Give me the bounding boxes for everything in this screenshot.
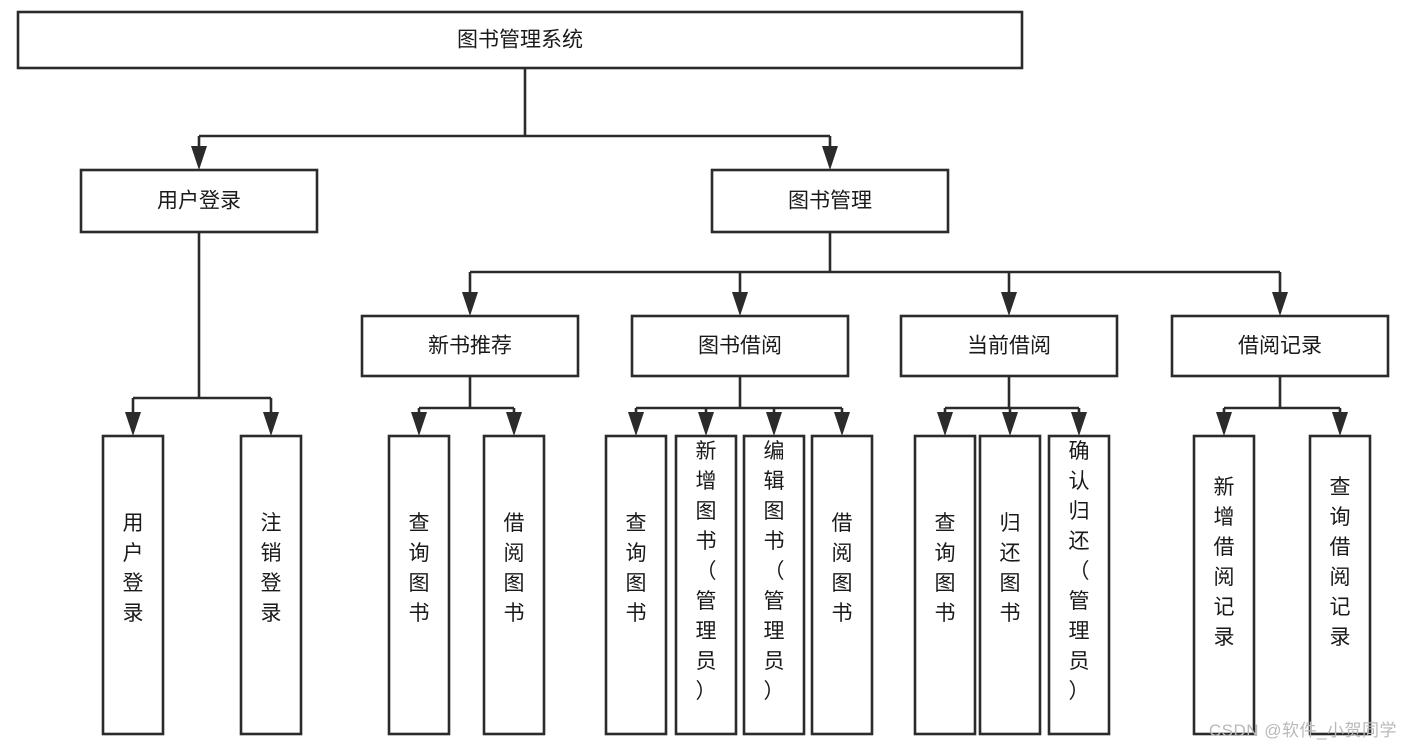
leaf-book-borrow-4[interactable]: 借阅图书: [810, 434, 874, 736]
node-borrow-records-box[interactable]: [1170, 314, 1390, 378]
leaf-current-borrow-2-label: 归还图书: [1000, 512, 1021, 625]
node-book-borrow[interactable]: 图书借阅: [630, 314, 850, 378]
arrow-newbooks-leaf-2: [506, 412, 522, 436]
arrow-to-book-manage: [822, 146, 838, 170]
arrow-newbooks-leaf-1: [411, 412, 427, 436]
node-user-login[interactable]: 用户登录: [79, 168, 319, 234]
leaf-current-borrow-2-box[interactable]: [978, 434, 1042, 736]
connector-group-new-books: [411, 376, 522, 436]
leaf-borrow-records-2-label: 查询借阅记录: [1330, 476, 1351, 649]
arrow-current-leaf-1: [937, 412, 953, 436]
node-root[interactable]: 图书管理系统: [16, 10, 1024, 70]
leaf-book-borrow-1-label: 查询图书: [626, 512, 647, 625]
node-new-books-box[interactable]: [360, 314, 580, 378]
node-book-manage-label: 图书管理: [788, 190, 872, 213]
leaf-new-books-2-label: 借阅图书: [504, 512, 525, 625]
node-book-borrow-box[interactable]: [630, 314, 850, 378]
watermark-text: CSDN @软件_小贺同学: [1208, 721, 1397, 740]
leaf-book-borrow-1[interactable]: 查询图书: [604, 434, 668, 736]
leaf-current-borrow-3-box[interactable]: [1047, 434, 1111, 736]
arrow-records-leaf-2: [1332, 412, 1348, 436]
node-borrow-records[interactable]: 借阅记录: [1170, 314, 1390, 378]
node-user-login-box[interactable]: [79, 168, 319, 234]
node-book-manage-box[interactable]: [710, 168, 950, 234]
leaf-book-borrow-3[interactable]: 编辑图书（管理员）: [742, 434, 806, 736]
leaf-borrow-records-1-box[interactable]: [1192, 434, 1256, 736]
arrow-user-leaf-2: [263, 412, 279, 436]
connector-group-book-borrow: [628, 376, 850, 436]
arrow-current-leaf-2: [1002, 412, 1018, 436]
arrow-borrow-leaf-2: [698, 412, 714, 436]
node-user-login-label: 用户登录: [157, 190, 241, 213]
leaf-current-borrow-2[interactable]: 归还图书: [978, 434, 1042, 736]
leaf-new-books-1-box[interactable]: [387, 434, 451, 736]
leaf-user-login-1-box[interactable]: [101, 434, 165, 736]
leaf-new-books-1-label: 查询图书: [409, 512, 430, 625]
node-current-borrow-box[interactable]: [899, 314, 1119, 378]
leaf-user-login-1-label: 用户登录: [123, 512, 144, 625]
arrow-to-book-borrow: [732, 292, 748, 316]
leaf-book-borrow-4-label: 借阅图书: [832, 512, 853, 625]
leaf-book-borrow-2-box[interactable]: [674, 434, 738, 736]
leaf-book-borrow-4-box[interactable]: [810, 434, 874, 736]
connector-group-root: [191, 68, 838, 170]
leaf-book-borrow-2[interactable]: 新增图书（管理员）: [674, 434, 738, 736]
arrow-borrow-leaf-1: [628, 412, 644, 436]
connector-group-borrow-records: [1216, 376, 1348, 436]
leaf-book-borrow-2-label: 新增图书（管理员）: [696, 440, 717, 703]
arrow-current-leaf-3: [1071, 412, 1087, 436]
leaf-borrow-records-1-label: 新增借阅记录: [1214, 476, 1235, 649]
node-current-borrow-label: 当前借阅: [967, 335, 1051, 358]
node-root-box[interactable]: [16, 10, 1024, 70]
leaf-book-borrow-3-label: 编辑图书（管理员）: [764, 440, 785, 703]
connector-group-book-manage: [462, 232, 1288, 316]
arrow-borrow-leaf-4: [834, 412, 850, 436]
arrow-borrow-leaf-3: [766, 412, 782, 436]
arrow-records-leaf-1: [1216, 412, 1232, 436]
leaf-book-borrow-3-box[interactable]: [742, 434, 806, 736]
leaf-borrow-records-2[interactable]: 查询借阅记录: [1308, 434, 1372, 736]
node-book-borrow-label: 图书借阅: [698, 335, 782, 358]
leaf-user-login-2[interactable]: 注销登录: [239, 434, 303, 736]
node-book-manage[interactable]: 图书管理: [710, 168, 950, 234]
leaf-current-borrow-3-label: 确认归还（管理员）: [1069, 440, 1090, 703]
node-current-borrow[interactable]: 当前借阅: [899, 314, 1119, 378]
connector-group-current-borrow: [937, 376, 1087, 436]
connector-group-user-login: [125, 232, 279, 436]
leaf-current-borrow-1[interactable]: 查询图书: [913, 434, 977, 736]
leaf-borrow-records-1[interactable]: 新增借阅记录: [1192, 434, 1256, 736]
node-borrow-records-label: 借阅记录: [1238, 335, 1322, 358]
arrow-to-user-login: [191, 146, 207, 170]
arrow-to-new-books: [462, 292, 478, 316]
arrow-user-leaf-1: [125, 412, 141, 436]
leaf-new-books-2-box[interactable]: [482, 434, 546, 736]
node-new-books-label: 新书推荐: [428, 335, 512, 358]
leaf-new-books-2[interactable]: 借阅图书: [482, 434, 546, 736]
leaf-user-login-2-label: 注销登录: [261, 512, 282, 625]
arrow-to-current-borrow: [1001, 292, 1017, 316]
leaf-user-login-1[interactable]: 用户登录: [101, 434, 165, 736]
arrow-to-borrow-records: [1272, 292, 1288, 316]
leaf-new-books-1[interactable]: 查询图书: [387, 434, 451, 736]
node-new-books[interactable]: 新书推荐: [360, 314, 580, 378]
node-root-label: 图书管理系统: [457, 29, 583, 52]
leaf-current-borrow-1-box[interactable]: [913, 434, 977, 736]
leaf-book-borrow-1-box[interactable]: [604, 434, 668, 736]
leaf-user-login-2-box[interactable]: [239, 434, 303, 736]
leaf-current-borrow-3[interactable]: 确认归还（管理员）: [1047, 434, 1111, 736]
leaf-borrow-records-2-box[interactable]: [1308, 434, 1372, 736]
leaf-current-borrow-1-label: 查询图书: [935, 512, 956, 625]
